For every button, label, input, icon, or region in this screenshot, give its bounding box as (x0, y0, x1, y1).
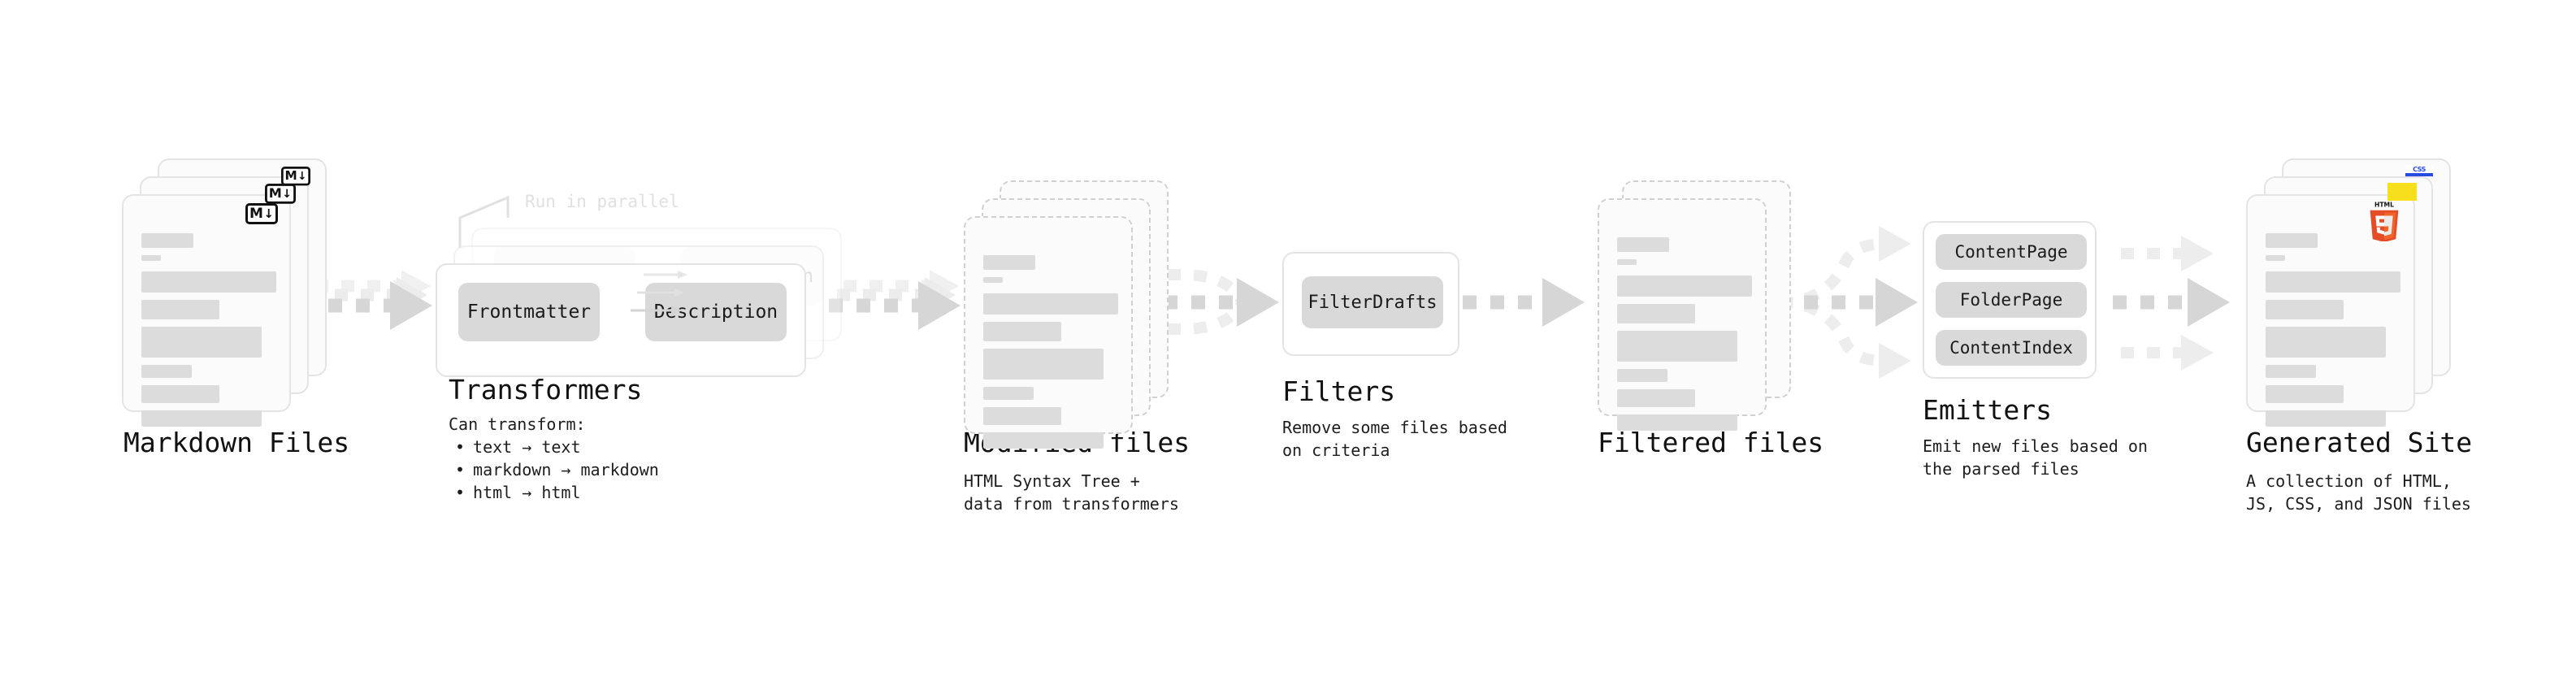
markdown-icon-arrow-mid: ↓ (282, 186, 293, 201)
site-sub-line-0: A collection of HTML, (2246, 471, 2452, 491)
filters-sub-line-0: Remove some files based (1282, 418, 1507, 437)
filters-box[interactable]: FilterDrafts (1282, 252, 1459, 356)
arrow-transformers-to-modified (829, 270, 961, 330)
arrow-filtered-to-emitters (1776, 226, 1918, 379)
caption-emitters-sub: Emit new files based on the parsed files (1923, 435, 2148, 480)
caption-markdown-files: Markdown Files (124, 427, 350, 458)
transformers-bullet-0: text → text (449, 436, 659, 458)
arrow-filters-to-filtered (1463, 278, 1585, 327)
transformers-pill-description[interactable]: Description (645, 283, 787, 341)
skeleton-bar (2266, 365, 2316, 378)
parallel-bracket (458, 195, 510, 248)
filtered-skeleton-bars (1617, 237, 1752, 438)
emitters-sub-line-0: Emit new files based on (1923, 436, 2148, 456)
markdown-icon: M ↓ (245, 203, 278, 224)
run-in-parallel-label: Run in parallel (525, 192, 679, 211)
skeleton-bar (983, 255, 1035, 270)
html5-wordmark: HTML (2374, 202, 2394, 209)
site-skeleton-bars (2266, 233, 2400, 434)
markdown-icon-back: M ↓ (281, 167, 314, 188)
skeleton-bar (2266, 271, 2400, 293)
filters-pill-filterdrafts[interactable]: FilterDrafts (1302, 276, 1443, 328)
markdown-icon-arrow: ↓ (263, 206, 274, 221)
filters-sub-line-1: on criteria (1282, 440, 1390, 460)
caption-filters: Filters (1282, 375, 1396, 407)
modified-card-front (964, 216, 1133, 449)
transformers-bullets: text → text markdown → markdown html → h… (449, 436, 659, 504)
caption-generated-site-sub: A collection of HTML, JS, CSS, and JSON … (2246, 470, 2471, 515)
skeleton-bar (2266, 300, 2344, 319)
skeleton-bar (983, 432, 1104, 449)
skeleton-bar (2266, 327, 2386, 358)
arrow-modified-to-filters (1136, 269, 1279, 335)
modified-sub-line-0: HTML Syntax Tree + (964, 471, 1140, 491)
skeleton-bar (2266, 233, 2318, 248)
skeleton-bar (983, 349, 1104, 380)
skeleton-bar (141, 300, 219, 319)
transformers-box-front[interactable]: Frontmatter Description (436, 263, 806, 377)
markdown-card-front (122, 194, 291, 427)
markdown-icon-letter-back: M (284, 168, 297, 184)
filtered-card-front (1598, 198, 1767, 431)
skeleton-bar (1617, 414, 1737, 431)
html5-shield-svg: HTML (2370, 202, 2399, 243)
skeleton-bar (1617, 275, 1752, 297)
skeleton-bar (141, 327, 262, 358)
caption-filters-sub: Remove some files based on criteria (1282, 416, 1507, 462)
skeleton-bar (983, 387, 1034, 400)
modified-sub-line-1: data from transformers (964, 494, 1179, 514)
caption-transformers-sub: Can transform: text → text markdown → ma… (449, 413, 659, 504)
emitters-pill-contentpage[interactable]: ContentPage (1936, 234, 2087, 270)
skeleton-bar (2266, 410, 2386, 427)
markdown-icon-arrow-back: ↓ (297, 169, 307, 183)
html5-icon: HTML (2366, 201, 2402, 245)
emitters-box[interactable]: ContentPage FolderPage ContentIndex (1923, 221, 2097, 379)
skeleton-bar (983, 322, 1061, 341)
markdown-icon-letter-mid: M (268, 185, 282, 202)
transformers-bullet-1: markdown → markdown (449, 458, 659, 481)
emitters-pill-contentindex[interactable]: ContentIndex (1936, 330, 2087, 366)
modified-skeleton-bars (983, 255, 1118, 456)
skeleton-bar (1617, 331, 1737, 362)
skeleton-bar (1617, 259, 1637, 265)
transformers-pill-frontmatter[interactable]: Frontmatter (458, 283, 600, 341)
arrow-emitters-to-site (2113, 236, 2230, 371)
skeleton-bar (141, 271, 276, 293)
skeleton-bar (1617, 304, 1695, 323)
skeleton-bar (2266, 255, 2285, 261)
site-sub-line-1: JS, CSS, and JSON files (2246, 494, 2471, 514)
skeleton-bar (141, 255, 161, 261)
css-icon: CSS (2405, 165, 2433, 176)
emitters-pill-folderpage[interactable]: FolderPage (1936, 282, 2087, 318)
skeleton-bar (1617, 237, 1669, 252)
caption-emitters: Emitters (1923, 394, 2052, 426)
caption-modified-files-sub: HTML Syntax Tree + data from transformer… (964, 470, 1179, 515)
skeleton-bar (1617, 369, 1667, 382)
markdown-icon-mid: M ↓ (265, 184, 297, 205)
skeleton-bar (2266, 385, 2344, 403)
markdown-icon-letter: M (249, 205, 263, 222)
caption-filtered-files: Filtered files (1598, 427, 1824, 458)
skeleton-bar (983, 407, 1061, 425)
js-icon (2387, 183, 2417, 201)
caption-transformers: Transformers (449, 374, 643, 406)
skeleton-bar (141, 410, 262, 427)
transformers-sub-line-0: Can transform: (449, 414, 586, 434)
skeleton-bar (141, 365, 192, 378)
arrow-markdown-to-transformers (301, 270, 432, 330)
skeleton-bar (983, 277, 1003, 283)
transformers-inner-arrows (631, 271, 687, 315)
markdown-skeleton-bars (141, 233, 276, 434)
skeleton-bar (141, 233, 193, 248)
skeleton-bar (983, 293, 1118, 314)
emitters-sub-line-1: the parsed files (1923, 459, 2079, 479)
transformers-bullet-2: html → html (449, 481, 659, 504)
skeleton-bar (1617, 389, 1695, 407)
skeleton-bar (141, 385, 219, 403)
caption-generated-site: Generated Site (2246, 427, 2473, 458)
